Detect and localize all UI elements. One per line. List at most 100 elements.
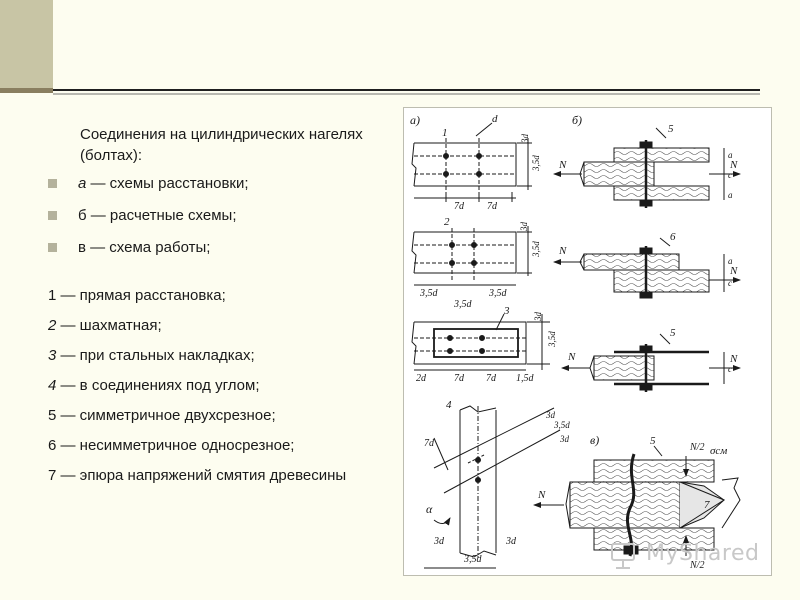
label-3: 3	[503, 305, 510, 317]
watermark-logo-icon	[611, 543, 635, 569]
force-n: N	[729, 353, 738, 365]
force-n-half: N/2	[689, 442, 704, 453]
dim-a: а	[728, 190, 733, 200]
plate-3-plan	[411, 313, 550, 371]
dim-c: с	[728, 364, 732, 374]
force-n: N	[558, 245, 567, 257]
sigma-label: σсм	[710, 445, 727, 457]
label-6: 6	[670, 231, 676, 243]
legend-item: 1 — прямая расстановка;	[48, 286, 368, 306]
legend-item: 4 — в соединениях под углом;	[48, 376, 368, 396]
intro-text: Соединения на цилиндрических нагелях (бо…	[80, 126, 363, 164]
force-n: N	[729, 159, 738, 171]
legend-item: 3 — при стальных накладках;	[48, 346, 368, 366]
dim-3-5d: 3,5d	[488, 288, 508, 299]
text-panel: Соединения на цилиндрических нагелях (бо…	[48, 126, 368, 496]
dim-3d: 3d	[433, 536, 445, 547]
dim-c: с	[728, 170, 732, 180]
dim-1-5d: 1,5d	[516, 373, 535, 384]
bullet-item: а — схемы расстановки;	[48, 174, 249, 206]
legend-number: 1	[48, 287, 57, 304]
dim-3d: 3d	[505, 536, 517, 547]
legend-list: 1 — прямая расстановка; 2 — шахматная; 3…	[48, 286, 368, 496]
legend-number: 7	[48, 467, 57, 484]
legend-item: 2 — шахматная;	[48, 316, 368, 336]
single-shear-section	[553, 237, 741, 299]
force-n: N	[567, 351, 576, 363]
bullet-list: а — схемы расстановки; б — расчетные схе…	[48, 174, 249, 270]
legend-text: — при стальных накладках;	[56, 347, 255, 364]
label-4: 4	[446, 399, 452, 411]
label-2: 2	[444, 216, 450, 228]
dim-7d: 7d	[454, 201, 465, 212]
dim-3d: 3d	[519, 222, 529, 233]
dim-7d: 7d	[486, 373, 497, 384]
legend-number: 2	[48, 317, 57, 334]
legend-text: — эпюра напряжений смятия древесины	[56, 467, 347, 484]
legend-text: — несимметричное односрезное;	[56, 437, 295, 454]
panel-v-label: в)	[590, 433, 599, 447]
dim-3d: 3d	[559, 434, 570, 444]
square-bullet-icon	[48, 179, 57, 188]
bullet-label: в	[78, 239, 86, 256]
bolt-joint-drawing: а) 1 d 7d 7d 3d 3,5d	[410, 113, 741, 571]
force-n: N	[558, 159, 567, 171]
engineering-figure: а) 1 d 7d 7d 3d 3,5d	[403, 107, 772, 576]
double-shear-section	[553, 127, 741, 208]
dim-7d: 7d	[424, 438, 435, 449]
square-bullet-icon	[48, 243, 57, 252]
force-n: N	[729, 265, 738, 277]
legend-number: 6	[48, 437, 57, 454]
bullet-text: — схемы расстановки;	[86, 175, 249, 192]
plate-2-plan	[411, 226, 532, 286]
bullet-item: в — схема работы;	[48, 238, 249, 270]
label-7: 7	[704, 499, 710, 511]
bullet-item: б — расчетные схемы;	[48, 206, 249, 238]
legend-number: 4	[48, 377, 57, 394]
label-5: 5	[650, 435, 656, 447]
dim-7d: 7d	[454, 373, 465, 384]
legend-text: — прямая расстановка;	[56, 287, 226, 304]
legend-item: 6 — несимметричное односрезное;	[48, 436, 368, 456]
label-d: d	[492, 113, 498, 125]
panel-b-label: б)	[572, 113, 582, 127]
dim-a: а	[728, 256, 733, 266]
dim-3-5d: 3,5d	[531, 241, 541, 258]
corner-accent-rule	[0, 88, 53, 93]
bullet-label: б	[78, 207, 87, 224]
legend-text: — в соединениях под углом;	[56, 377, 260, 394]
dim-2d: 2d	[416, 373, 427, 384]
header-rule-shadow	[53, 93, 760, 95]
legend-text: — шахматная;	[56, 317, 162, 334]
legend-text: — симметричное двухсрезное;	[56, 407, 276, 424]
square-bullet-icon	[48, 211, 57, 220]
dim-c: с	[728, 278, 732, 288]
dim-3-5d: 3,5d	[531, 155, 541, 172]
watermark-text: MyShared	[646, 541, 760, 566]
force-n-half: N/2	[689, 560, 704, 571]
dim-3d: 3d	[520, 134, 530, 145]
legend-number: 3	[48, 347, 57, 364]
bullet-text: — расчетные схемы;	[86, 207, 237, 224]
dim-3-5d: 3,5d	[463, 554, 483, 565]
steel-plate-section	[561, 333, 741, 392]
legend-item: 7 — эпюра напряжений смятия древесины	[48, 466, 368, 486]
corner-accent-block	[0, 0, 53, 88]
angle-alpha: α	[426, 502, 433, 516]
dim-3-5d: 3,5d	[547, 331, 557, 348]
bullet-label: а	[78, 175, 87, 192]
dim-3-5d: 3,5d	[453, 299, 473, 310]
dim-7d: 7d	[487, 201, 498, 212]
legend-number: 5	[48, 407, 57, 424]
label-1: 1	[442, 127, 448, 139]
dim-a: а	[728, 150, 733, 160]
angled-joint-4	[424, 405, 561, 569]
watermark: MyShared	[608, 538, 768, 572]
dim-3d: 3d	[545, 410, 556, 420]
force-n: N	[537, 489, 546, 501]
label-5: 5	[668, 123, 674, 135]
header-rule	[53, 89, 760, 91]
dim-3-5d: 3,5d	[553, 420, 570, 430]
bullet-text: — схема работы;	[85, 239, 211, 256]
panel-a-label: а)	[410, 113, 420, 127]
